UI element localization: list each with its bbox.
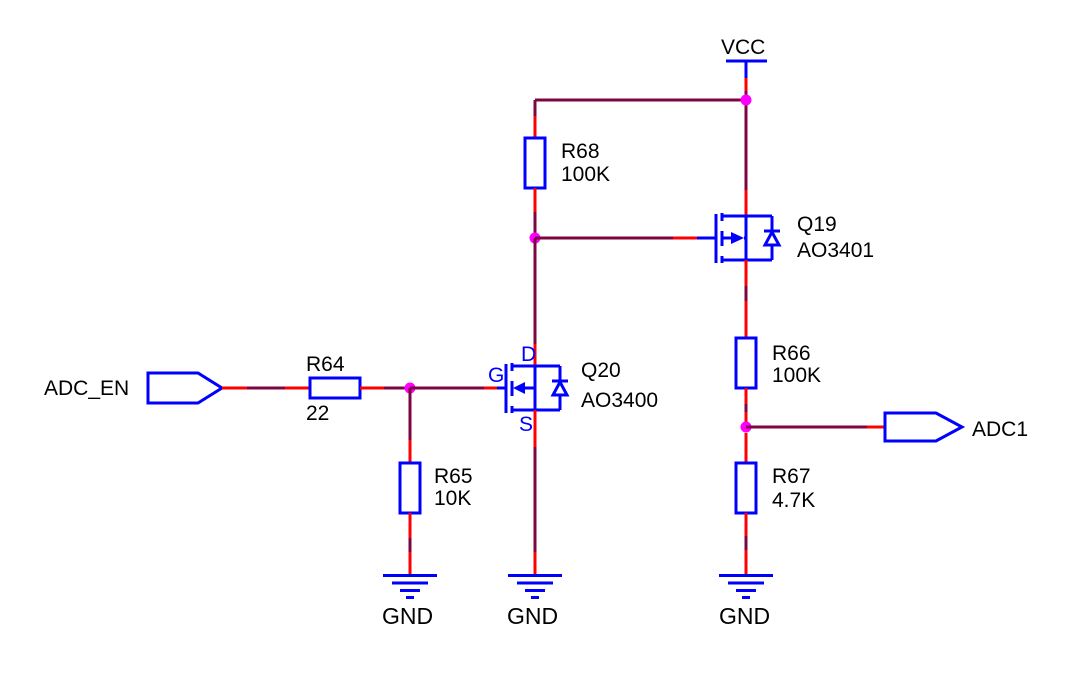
gnd-left-label: GND (382, 603, 433, 629)
gnd-right-label: GND (719, 603, 770, 629)
r64-ref-label: R64 (306, 353, 345, 376)
gnd-symbol-right[interactable]: GND (719, 574, 773, 630)
port-adc1[interactable]: ADC1 (883, 411, 1028, 443)
r66-body (734, 336, 758, 390)
r67-ref-label: R67 (772, 465, 811, 488)
r65-body (398, 461, 422, 515)
resistor-r66[interactable]: R66 100K (734, 336, 821, 390)
q20-channel-arrow (513, 382, 525, 394)
r66-ref-label: R66 (772, 342, 811, 365)
adc1-port-shape (883, 411, 966, 443)
q20-pin-label-drain: D (521, 343, 536, 366)
adc-en-port-shape (146, 371, 225, 405)
r67-body (734, 461, 758, 515)
gnd-symbol-left[interactable]: GND (382, 574, 437, 630)
q19-body-diode (762, 228, 782, 247)
gnd-mid-label: GND (507, 603, 558, 629)
adc-en-port-label: ADC_EN (44, 377, 129, 400)
q20-pin-label-source: S (519, 413, 533, 436)
r64-body (308, 376, 362, 400)
adc1-port-label: ADC1 (972, 418, 1028, 441)
q20-body-diode (550, 378, 570, 397)
r65-value-label: 10K (434, 487, 471, 510)
q19-value-label: AO3401 (797, 239, 874, 262)
r65-ref-label: R65 (434, 465, 473, 488)
q20-pin-label-gate: G (488, 364, 504, 387)
q19-ref-label: Q19 (797, 213, 837, 236)
vcc-power-symbol[interactable]: VCC (721, 36, 767, 78)
q19-channel-arrow (731, 232, 744, 244)
q20-ref-label: Q20 (581, 359, 621, 382)
mosfet-q20[interactable]: D G S Q20 AO3400 (488, 343, 658, 436)
vcc-label: VCC (721, 36, 765, 59)
r68-value-label: 100K (561, 163, 610, 186)
resistor-r67[interactable]: R67 4.7K (734, 461, 815, 515)
r67-value-label: 4.7K (772, 489, 815, 512)
junction-dot-vcc (740, 94, 752, 106)
r68-body (523, 136, 547, 190)
r66-value-label: 100K (772, 364, 821, 387)
r68-ref-label: R68 (561, 140, 600, 163)
resistor-r64[interactable]: R64 22 (306, 353, 362, 425)
resistor-r68[interactable]: R68 100K (523, 136, 610, 190)
resistor-r65[interactable]: R65 10K (398, 461, 473, 515)
r64-value-label: 22 (306, 402, 329, 425)
port-adc-en[interactable]: ADC_EN (44, 371, 225, 405)
gnd-symbol-middle[interactable]: GND (507, 574, 562, 630)
mosfet-q19[interactable]: Q19 AO3401 (697, 213, 874, 263)
q20-value-label: AO3400 (581, 389, 658, 412)
